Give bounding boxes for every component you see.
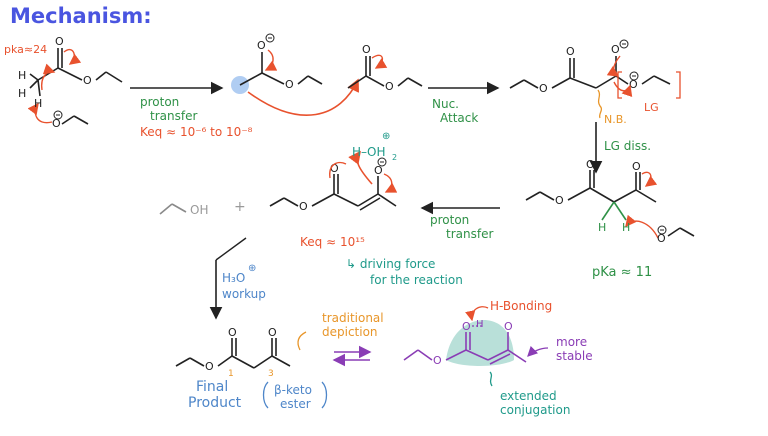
svg-text:O: O: [330, 162, 339, 175]
keq-label-2: Keq ≈ 10¹⁵: [300, 235, 365, 249]
svg-text:O: O: [385, 80, 394, 93]
traditional-line2: depiction: [322, 325, 378, 339]
h2o-label: H–OH: [352, 145, 386, 159]
svg-text:O: O: [299, 200, 308, 213]
h-atom-acidic-1: H: [598, 221, 607, 234]
tetrahedral-intermediate: [509, 56, 671, 89]
svg-text:O: O: [362, 43, 371, 56]
conjugation-highlight: [446, 320, 514, 366]
svg-text:O: O: [611, 43, 620, 56]
enol-h-atom: H: [476, 319, 484, 330]
plus-sign: +: [234, 199, 246, 215]
ethanol-structure: [159, 203, 187, 215]
arrow-base-to-h: [27, 102, 53, 124]
beta-keto-ester-intermediate: [525, 170, 657, 203]
driving-force-line1: ↳ driving force: [346, 257, 436, 271]
svg-text:O: O: [257, 39, 266, 52]
final-product-line1: Final: [196, 379, 229, 395]
h-atom-left: H: [18, 87, 27, 100]
proton-transfer-2-line1: proton: [430, 213, 470, 227]
lg-label: LG: [644, 101, 659, 114]
nb-label: N.B.: [604, 113, 627, 126]
svg-text:O: O: [539, 82, 548, 95]
carbon-3-label: 3: [268, 369, 274, 379]
proton-transfer-1-line1: proton: [140, 95, 180, 109]
svg-text:O: O: [462, 320, 471, 333]
svg-text:O: O: [205, 360, 214, 373]
ethoxide-o: O: [52, 117, 61, 130]
h-atom-acidic-2: H: [622, 221, 631, 234]
h-atom-top: H: [18, 69, 27, 82]
page-title: Mechanism:: [10, 4, 152, 28]
arrow-co-to-o: [63, 48, 82, 65]
final-product-keto: [175, 338, 291, 369]
ester-electrophile: [347, 56, 423, 89]
h-bonding-label: H-Bonding: [490, 299, 553, 313]
beta-keto-line2: ester: [280, 397, 311, 411]
lg-bracket-right: [676, 71, 681, 99]
svg-text:O: O: [586, 158, 595, 171]
h3o-charge-icon: ⊕: [248, 263, 257, 274]
svg-text:O: O: [629, 78, 638, 91]
h2o-subscript: 2: [392, 153, 398, 162]
svg-text:O: O: [374, 164, 383, 177]
enolate-structure: [239, 52, 323, 86]
svg-text:O: O: [632, 160, 641, 173]
positive-charge-icon: ⊕: [382, 131, 391, 142]
nuc-attack-line1: Nuc.: [432, 97, 459, 111]
h-atom-bottom: H: [34, 97, 43, 110]
proton-transfer-1-line2: transfer: [150, 109, 198, 123]
lg-bracket-left: [617, 71, 622, 99]
h3o-label: H₃O: [222, 271, 246, 285]
beta-keto-line1: β-keto: [274, 383, 312, 397]
lg-diss-label: LG diss.: [604, 139, 652, 153]
workup-label: workup: [222, 287, 266, 301]
svg-text:O: O: [657, 232, 666, 245]
arrow-nuc-attack: [247, 78, 359, 116]
nuc-attack-line2: Attack: [440, 111, 479, 125]
extended-line1: extended: [500, 389, 557, 403]
final-product-line2: Product: [188, 395, 242, 411]
more-stable-line2: stable: [556, 349, 593, 363]
ester-o-2: O: [83, 74, 92, 87]
ethoxide-1: [61, 115, 89, 125]
svg-text:O: O: [433, 354, 442, 367]
svg-text:O: O: [566, 45, 575, 58]
ester-o-1: O: [55, 35, 64, 48]
svg-text:O: O: [504, 320, 513, 333]
extended-line2: conjugation: [500, 403, 571, 417]
arrow-ch-to-c: [40, 63, 56, 91]
more-stable-line1: more: [556, 335, 588, 349]
driving-force-line2: for the reaction: [370, 273, 463, 287]
stabilized-enolate: [269, 174, 397, 211]
pka-label-2: pKa ≈ 11: [592, 265, 653, 280]
arrow-to-h3o: [348, 150, 373, 185]
workup-line: [215, 237, 247, 261]
traditional-line1: traditional: [322, 311, 384, 325]
nb-squiggle: [597, 89, 603, 119]
pka-label-1: pka≈24: [4, 43, 48, 56]
proton-transfer-2-line2: transfer: [446, 227, 494, 241]
keq-label-1: Keq ≈ 10⁻⁶ to 10⁻⁸: [140, 125, 253, 139]
negative-charge-icon: [53, 110, 63, 120]
carbon-1-label: 1: [228, 369, 234, 379]
svg-text:O: O: [268, 326, 277, 339]
svg-text:O: O: [285, 78, 294, 91]
ethanol-label: OH: [190, 203, 209, 217]
svg-text:O: O: [228, 326, 237, 339]
svg-text:O: O: [555, 194, 564, 207]
enol-form: [403, 332, 527, 365]
